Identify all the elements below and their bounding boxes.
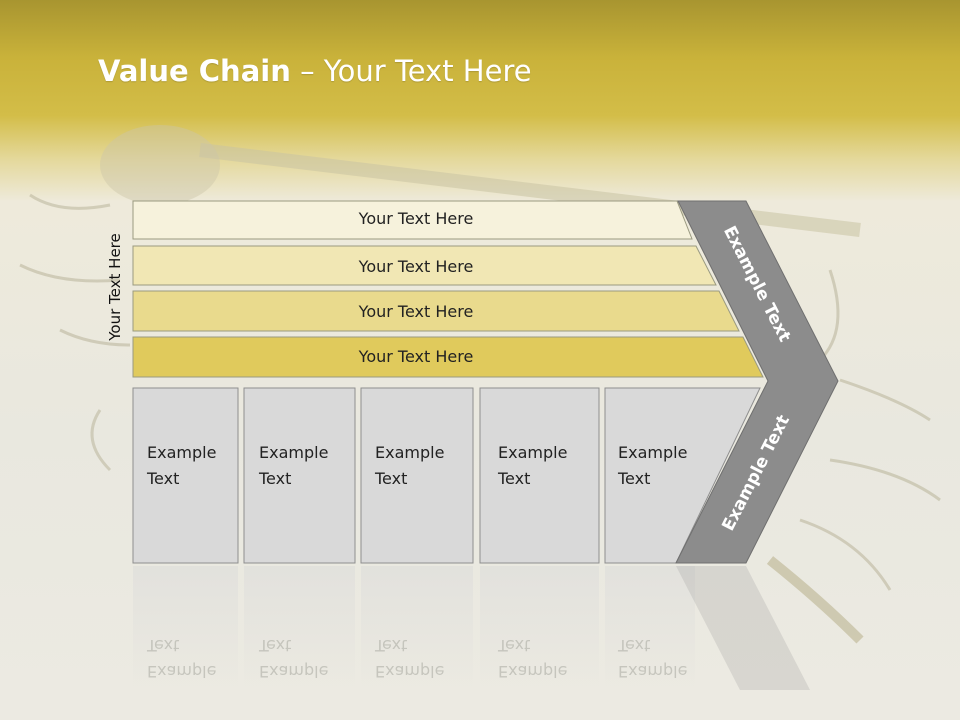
bar-4-shape — [132, 336, 764, 378]
title-bold: Value Chain — [98, 54, 291, 88]
column-4-shape — [479, 387, 600, 564]
bar-3-shape — [132, 290, 740, 332]
column-2-shape — [243, 387, 356, 564]
column-3-shape — [360, 387, 474, 564]
column-1-shape — [132, 387, 239, 564]
bar-2-shape — [132, 245, 717, 286]
slide-title: Value Chain – Your Text Here — [98, 54, 532, 88]
bar-3-label: Your Text Here — [358, 302, 474, 321]
chevron-arrow-shape — [675, 200, 839, 564]
bar-4-label: Your Text Here — [358, 347, 474, 366]
title-rest: – Your Text Here — [290, 54, 532, 88]
bar-1-shape — [132, 200, 693, 240]
bar-1-label: Your Text Here — [358, 209, 474, 228]
bar-2-label: Your Text Here — [358, 257, 474, 276]
